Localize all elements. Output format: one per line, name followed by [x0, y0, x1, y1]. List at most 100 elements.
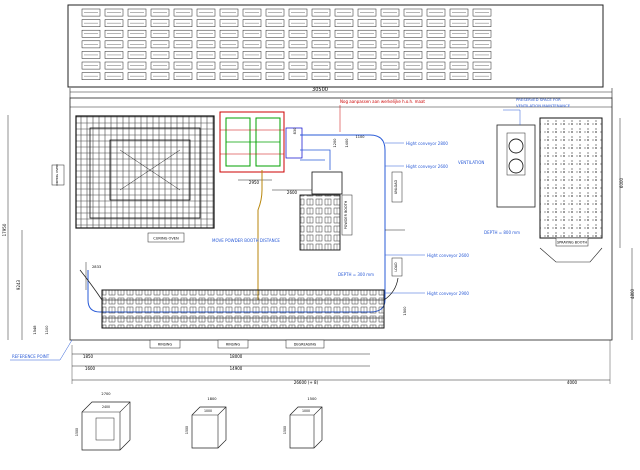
roof-vent-cell [288, 40, 308, 49]
roof-vent-cell [173, 19, 193, 27]
note-conveyor-2600-a: Hight conveyor 2600 [406, 164, 448, 169]
roof-vent-cell [288, 61, 308, 70]
unload-load-stations: UNLOAD LOAD [385, 171, 405, 277]
dim-h1548: 1548 [33, 325, 37, 335]
note-adjust-center-distance: Nog aanpassen aan werkelijke h.o.h. maat [340, 99, 425, 104]
roof-vent-cell [380, 61, 400, 70]
roof-vent-cell [150, 40, 170, 49]
roof-vent-cell [173, 51, 193, 59]
roof-vent-cell [288, 19, 308, 27]
roof-vent-cell [472, 61, 492, 70]
roof-vent-cell [311, 29, 331, 38]
roof-vent-cell [219, 8, 239, 17]
dim-b18000: 18000 [230, 354, 243, 359]
detail1-inner: 2400 [102, 405, 110, 409]
roof-vent-cell [357, 61, 377, 70]
roof-vent-cell [288, 8, 308, 17]
roof-vent-cell [334, 8, 354, 17]
roof-vent-cell [150, 29, 170, 38]
roof-vent-cell [196, 72, 216, 80]
roof-vent-cell [403, 29, 423, 38]
roof-vent-cell [127, 51, 147, 59]
roof-vent-cell [81, 61, 101, 70]
roof-vent-cell [334, 61, 354, 70]
roof-vent-cell [426, 40, 446, 49]
roof-vent-cell [173, 61, 193, 70]
dim-2600: 2600 [287, 190, 298, 195]
roof-vent-cell [334, 29, 354, 38]
note-conveyor-2800: Hight conveyor 2800 [406, 141, 448, 146]
roof-vent-cell [265, 29, 285, 38]
roof-vent-cell [196, 51, 216, 59]
roof-vent-cell [81, 40, 101, 49]
roof-vent-cell [81, 29, 101, 38]
roof-vent-cell [472, 19, 492, 27]
dim-right-4000: 4000 [567, 380, 578, 385]
roof-vent-cell [380, 40, 400, 49]
label-rinsing-1: RINSING [158, 343, 173, 347]
dim-r6000: 6000 [619, 177, 624, 188]
roof-vent-cell [426, 51, 446, 59]
roof-vent-cell [265, 51, 285, 59]
roof-vent-cell [403, 19, 423, 27]
detail-drawing-2: 1800 1000 1500 [185, 397, 227, 449]
roof-vent-cell [173, 8, 193, 17]
note-depth-300: DEPTH = 300 mm [338, 272, 374, 277]
roof-vent-cell [265, 19, 285, 27]
roof-vent-cell [426, 8, 446, 17]
roof-vent-cell [196, 8, 216, 17]
roof-vent-cell [104, 19, 124, 27]
roof-vent-cell [403, 8, 423, 17]
roof-vent-cell [150, 8, 170, 17]
roof-vent-cell [242, 29, 262, 38]
roof-vent-cell [449, 40, 469, 49]
roof-vent-cell [357, 51, 377, 59]
dim-r4800: 4800 [630, 288, 635, 299]
roof-vent-cell [127, 8, 147, 17]
roof-vent-cell [311, 40, 331, 49]
roof-vent-cell [104, 29, 124, 38]
roof-vent-cell [127, 40, 147, 49]
dim-total: 26600 (+ 8) [294, 380, 319, 385]
roof-vent-cell [81, 19, 101, 27]
roof-vent-cell [242, 51, 262, 59]
roof-vent-cell [173, 72, 193, 80]
note-depth-800: DEPTH = 800 mm [484, 230, 520, 235]
dim-b14900: 14900 [230, 366, 243, 371]
roof-vent-cell [311, 72, 331, 80]
roof-vent-cell [311, 51, 331, 59]
roof-vent-cell [472, 29, 492, 38]
roof-vent-cell [173, 29, 193, 38]
dim-b1850: 1850 [83, 354, 94, 359]
dim-h2833: 2833 [92, 265, 101, 269]
roof-vent-cell [127, 72, 147, 80]
roof-vent-cell [288, 72, 308, 80]
curing-oven: DRYING OVEN CURING OVEN [51, 115, 215, 243]
dim-830: 830 [293, 128, 297, 135]
detail3-top: 1500 [307, 397, 317, 401]
roof-vent-cell [196, 40, 216, 49]
roof-vent-cell [219, 51, 239, 59]
detail-drawing-1: 2700 2400 1500 [75, 392, 131, 451]
detail1-top: 2700 [101, 392, 111, 396]
roof-vent-cell [242, 61, 262, 70]
detail2-inner: 1000 [204, 409, 212, 413]
roof-vent-cell [242, 8, 262, 17]
roof-vent-cell [265, 8, 285, 17]
roof-vent-cell [81, 8, 101, 17]
roof-vent-cell [104, 72, 124, 80]
roof-vent-cell [104, 40, 124, 49]
roof-vent-cell [311, 8, 331, 17]
label-spraying-booth: SPRAYING BOOTH [557, 241, 587, 245]
roof-vent-cell [357, 40, 377, 49]
roof-vent-cell [104, 61, 124, 70]
roof-vent-cell [150, 51, 170, 59]
left-dimensions: 17950 9243 2833 1548 1100 1500 [2, 115, 407, 340]
roof-vent-cell [472, 51, 492, 59]
note-conveyor-2600-b: Hight conveyor 2600 [427, 253, 469, 258]
dim-h1500: 1500 [403, 306, 407, 316]
roof-vent-cell [426, 61, 446, 70]
roof-vent-cell [334, 72, 354, 80]
roof-vent-cell [380, 29, 400, 38]
